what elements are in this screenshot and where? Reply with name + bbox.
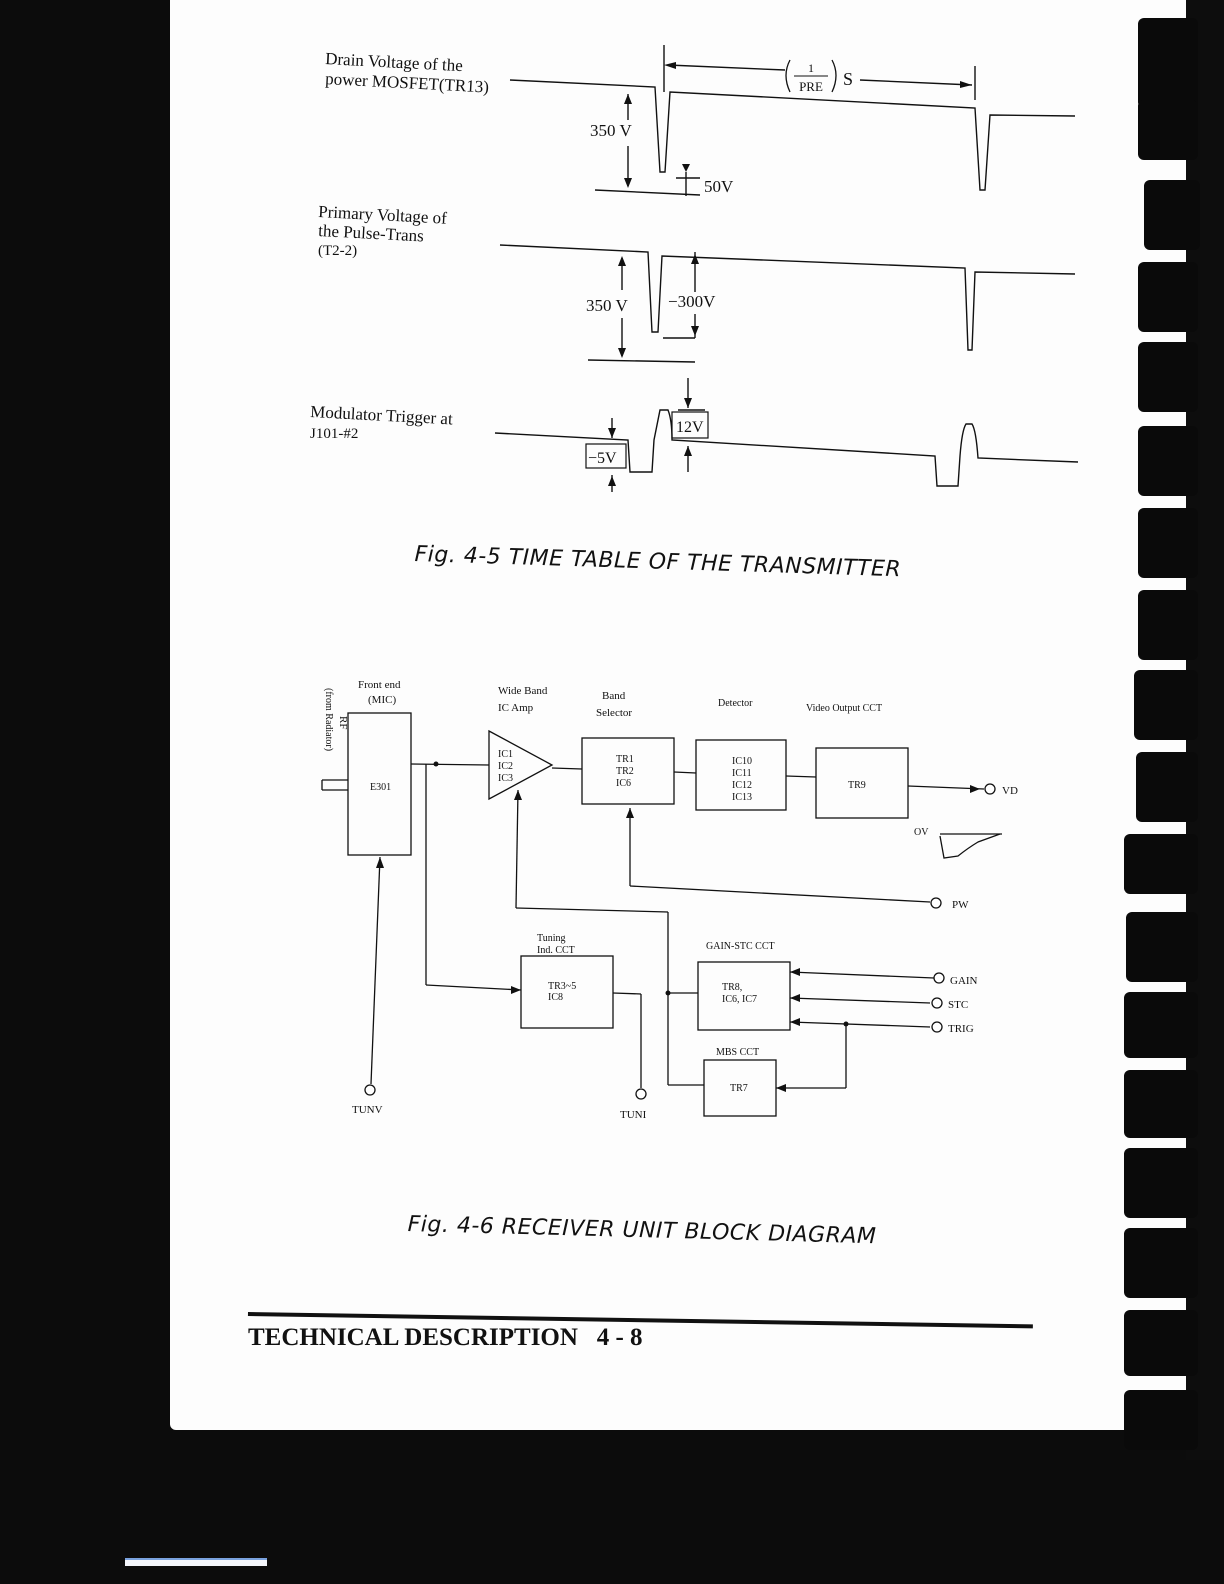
band-selector-line3: IC6: [616, 778, 631, 789]
period-unit: S: [843, 69, 853, 89]
front-end-title2: (MIC): [368, 694, 396, 706]
front-end-title1: Front end: [358, 679, 401, 691]
rf-input-sublabel: (from Radiator): [323, 688, 334, 751]
signal2-amplitude: 350 V: [586, 296, 628, 315]
rf-input-label: RF: [337, 716, 349, 729]
band-selector-line2: TR2: [616, 766, 634, 777]
period-numerator: 1: [808, 61, 814, 75]
signal2-label-line3: (T2-2): [318, 243, 357, 259]
spiral-binding: [1124, 0, 1224, 1460]
video-output-title: Video Output CCT: [806, 703, 882, 714]
tuning-ind-title1: Tuning: [537, 933, 566, 944]
signal3-amplitude-pos: 12V: [676, 419, 704, 436]
ic-amp-line1: IC1: [498, 749, 513, 760]
terminal-gain-label: GAIN: [950, 975, 978, 987]
scan-dark-margin-left: [0, 0, 178, 1584]
front-end-content: E301: [370, 782, 391, 793]
signal1-amplitude: 350 V: [590, 121, 632, 140]
ic-amp-title1: Wide Band: [498, 685, 548, 697]
timing-diagram: 1 PRE S Drain Voltage of the power MOSFE…: [310, 45, 1079, 492]
ic-amp-line3: IC3: [498, 773, 513, 784]
footer-page-number: 4 - 8: [596, 1324, 643, 1351]
detector-line3: IC12: [732, 780, 752, 791]
tuning-ind-line2: IC8: [548, 992, 563, 1003]
terminal-gain: [933, 972, 945, 984]
primary-voltage-trace: [499, 244, 1076, 351]
gain-stc-line2: IC6, IC7: [722, 994, 757, 1005]
tuning-ind-line1: TR3~5: [548, 981, 576, 992]
ic-amp-line2: IC2: [498, 761, 513, 772]
terminal-vd: [984, 783, 996, 795]
modulator-trigger-trace: [494, 409, 1079, 487]
terminal-pw: [930, 897, 942, 909]
signal2-offset: −300V: [668, 292, 716, 311]
gain-stc-title: GAIN-STC CCT: [706, 941, 775, 952]
gain-stc-line1: TR8,: [722, 982, 742, 993]
terminal-tuni: [635, 1088, 647, 1100]
band-selector-block: [581, 737, 675, 805]
band-selector-title2: Selector: [596, 707, 632, 719]
period-dimension-left: [667, 64, 786, 71]
footer-title: TECHNICAL DESCRIPTION: [248, 1324, 578, 1351]
terminal-tuni-label: TUNI: [620, 1109, 647, 1121]
terminal-vd-label: VD: [1002, 785, 1018, 797]
viewer-tab-strip: [125, 1558, 267, 1566]
drain-voltage-trace: [509, 79, 1076, 191]
terminal-tunv-label: TUNV: [352, 1104, 383, 1116]
terminal-stc-label: STC: [948, 999, 968, 1011]
terminal-trig-label: TRIG: [948, 1023, 974, 1035]
detector-line2: IC11: [732, 768, 752, 779]
signal3-amplitude-neg: −5V: [588, 450, 617, 467]
ic-amp-title2: IC Amp: [498, 702, 534, 714]
terminal-tunv: [364, 1084, 376, 1096]
band-selector-line1: TR1: [616, 754, 634, 765]
terminal-trig: [931, 1021, 943, 1033]
signal1-offset: 50V: [704, 177, 734, 196]
mbs-content: TR7: [730, 1083, 748, 1094]
detector-line1: IC10: [732, 756, 752, 767]
scan-dark-margin-bottom: [0, 1408, 1224, 1584]
terminal-pw-label: PW: [952, 899, 969, 911]
video-output-content: TR9: [848, 780, 866, 791]
gain-stc-block: [697, 961, 791, 1031]
receiver-block-diagram: Front end (MIC) E301 Wide Band IC Amp IC…: [321, 679, 1018, 1121]
mbs-title: MBS CCT: [716, 1047, 759, 1058]
detector-block: [695, 739, 787, 811]
tuning-ind-title2: Ind. CCT: [537, 945, 575, 956]
scanned-page: [170, 0, 1224, 1430]
terminal-stc: [931, 997, 943, 1009]
detector-title: Detector: [718, 698, 753, 709]
terminal-ov-label: OV: [914, 827, 929, 838]
front-end-block: [347, 712, 412, 856]
page-footer: TECHNICAL DESCRIPTION 4 - 8: [248, 1324, 643, 1352]
signal3-label-line2: J101-#2: [310, 426, 358, 442]
video-output-block: [815, 747, 909, 819]
detector-line4: IC13: [732, 792, 752, 803]
period-dimension-right: [859, 79, 973, 86]
band-selector-title1: Band: [602, 690, 626, 702]
period-denominator: PRE: [799, 79, 823, 94]
tuning-ind-block: [520, 955, 614, 1029]
